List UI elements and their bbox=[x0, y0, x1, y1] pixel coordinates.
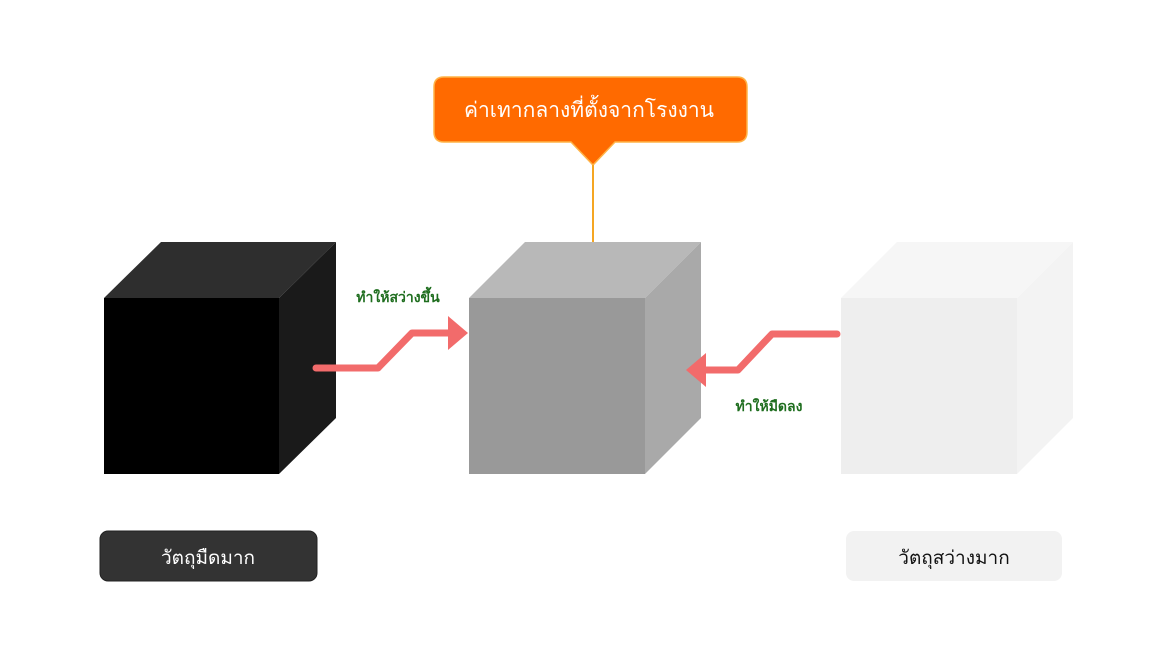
dark-cube bbox=[104, 242, 336, 474]
mid-gray-cube bbox=[469, 242, 701, 474]
darken-arrow-head bbox=[686, 353, 706, 387]
light-cube-front bbox=[841, 298, 1017, 474]
mid-cube-top bbox=[469, 242, 701, 298]
dark-cube-top bbox=[104, 242, 336, 298]
bright-object-label-box: วัตถุสว่างมาก bbox=[846, 531, 1062, 581]
brighten-arrow bbox=[312, 316, 468, 372]
bright-object-label-bg bbox=[846, 531, 1062, 581]
darken-arrow bbox=[686, 330, 841, 387]
light-cube-top bbox=[841, 242, 1073, 298]
brighten-arrow-line bbox=[312, 329, 456, 372]
bright-object-label: วัตถุสว่างมาก bbox=[898, 547, 1009, 570]
darken-label: ทำให้มืดลง bbox=[736, 397, 803, 415]
factory-default-callout: ค่าเทากลางที่ตั้งจากโรงงาน bbox=[433, 76, 748, 266]
callout-text: ค่าเทากลางที่ตั้งจากโรงงาน bbox=[464, 95, 714, 122]
darken-arrow-line bbox=[698, 330, 841, 374]
brighten-label: ทำให้สว่างขึ้น bbox=[356, 286, 440, 306]
callout-bubble bbox=[433, 76, 748, 167]
mid-cube-front bbox=[469, 298, 645, 474]
light-cube bbox=[841, 242, 1073, 474]
dark-cube-front bbox=[104, 298, 279, 474]
dark-cube-side bbox=[279, 242, 336, 474]
brighten-arrow-head bbox=[448, 316, 468, 350]
mid-cube-side bbox=[645, 242, 701, 474]
dark-object-label: วัตถุมืดมาก bbox=[161, 547, 255, 570]
dark-object-label-bg bbox=[99, 530, 318, 582]
dark-object-label-box: วัตถุมืดมาก bbox=[99, 530, 318, 582]
light-cube-side bbox=[1017, 242, 1073, 474]
